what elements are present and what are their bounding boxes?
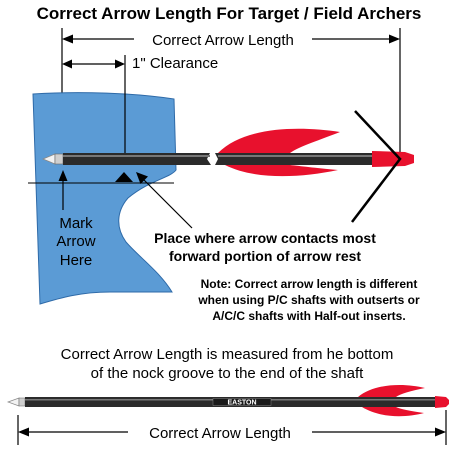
note-line-1: Note: Correct arrow length is different xyxy=(201,277,418,291)
mark-arrow-line-2: Arrow xyxy=(56,233,95,250)
bow-riser xyxy=(32,92,177,305)
caption-line-2: of the nock groove to the end of the sha… xyxy=(91,365,365,382)
clearance-dimension: 1" Clearance xyxy=(62,55,218,160)
clearance-label: 1" Clearance xyxy=(132,55,218,72)
bottom-length-label: Correct Arrow Length xyxy=(149,425,291,442)
top-length-dimension: Correct Arrow Length xyxy=(61,28,401,160)
top-arrow xyxy=(41,128,414,177)
mark-arrow-line-1: Mark xyxy=(59,215,93,232)
fletching-bottom xyxy=(225,165,338,177)
shaft-brand-text: EASTON xyxy=(227,400,256,407)
contact-label-line-2: forward portion of arrow rest xyxy=(169,248,361,264)
arrow-shaft-front xyxy=(63,153,211,165)
bottom-arrow: EASTON xyxy=(6,384,449,417)
bottom-length-dimension: Correct Arrow Length xyxy=(17,410,447,445)
mark-arrow-line-3: Here xyxy=(60,252,93,269)
arrowhead-left xyxy=(62,34,73,44)
arrow-rest xyxy=(115,172,133,182)
arrow-nock xyxy=(372,151,414,167)
page-title: Correct Arrow Length For Target / Field … xyxy=(37,4,422,23)
caption-line-1: Correct Arrow Length is measured from he… xyxy=(61,346,394,363)
note-line-3: A/C/C shafts with Half-out inserts. xyxy=(212,309,405,323)
top-length-label: Correct Arrow Length xyxy=(152,32,294,49)
arrowhead-right xyxy=(389,34,400,44)
easton-logo xyxy=(212,398,272,406)
arrow-shaft-rear xyxy=(215,153,372,165)
bowstring xyxy=(351,110,402,223)
note-line-2: when using P/C shafts with outserts or xyxy=(197,293,420,307)
contact-label-line-1: Place where arrow contacts most xyxy=(154,230,376,246)
fletching-top xyxy=(218,128,340,153)
